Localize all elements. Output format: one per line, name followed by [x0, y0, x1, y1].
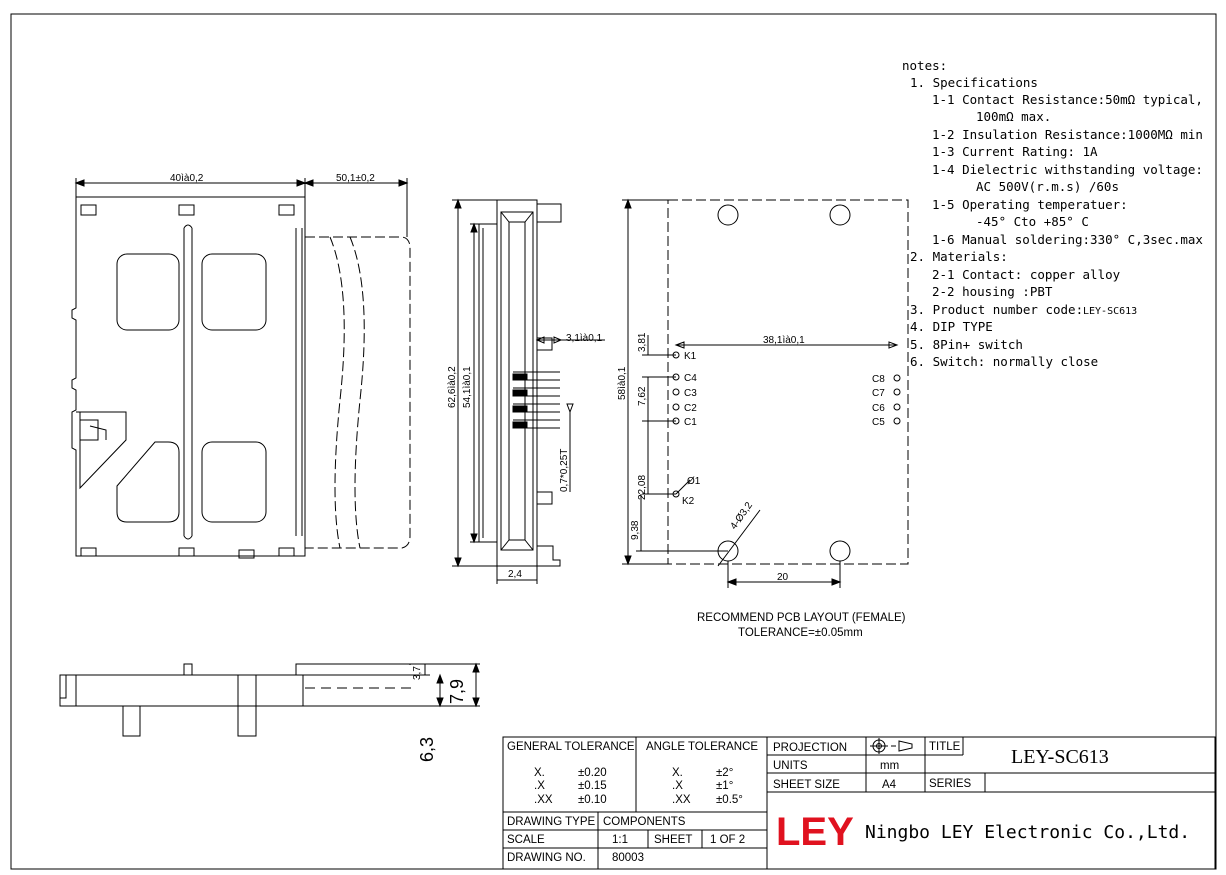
projection-symbol-icon	[870, 738, 913, 754]
front-view	[71, 178, 411, 559]
side-view	[452, 198, 605, 584]
bottom-view	[59, 662, 480, 737]
title-block	[502, 736, 1216, 870]
pcb-layout	[622, 198, 909, 588]
